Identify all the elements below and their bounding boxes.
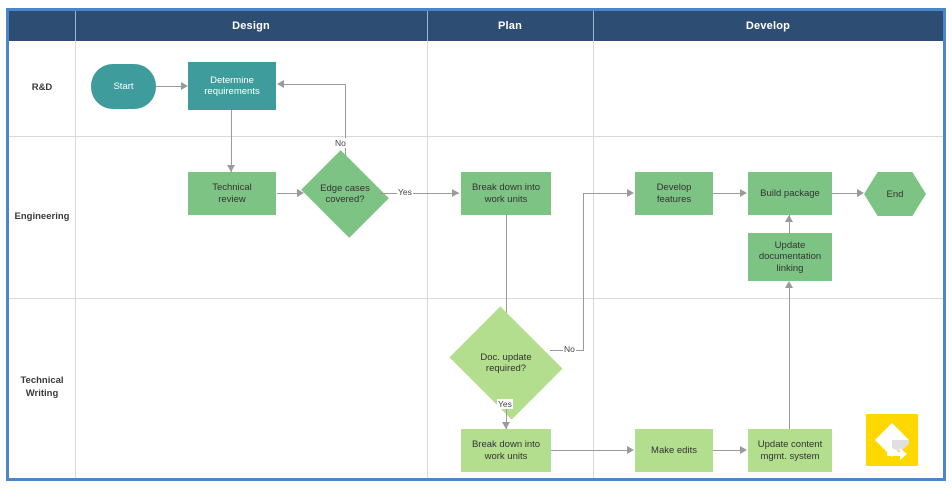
- node-edge-cases-line1: Edge cases: [320, 182, 370, 194]
- header-divider-2: [427, 11, 428, 41]
- node-break-down-eng-line2: work units: [484, 193, 528, 205]
- node-update-doc-line1: Update: [774, 239, 806, 251]
- lane-label-technical-writing: Technical Writing: [9, 298, 75, 478]
- edge-label-doc-update-yes: Yes: [497, 399, 513, 409]
- node-technical-review-line2: review: [218, 193, 246, 205]
- node-doc-update-text: Doc. update required?: [462, 327, 550, 399]
- edge-no-horizontal: [284, 84, 346, 86]
- edge-makeedits-to-cms: [713, 450, 741, 452]
- node-break-down-tw-line1: Break down into: [471, 439, 541, 451]
- node-update-doc-line2: documentation: [758, 251, 822, 263]
- node-build-package[interactable]: Build package: [748, 172, 832, 215]
- column-header-band: [9, 11, 943, 41]
- arrowhead-breakdowntw-to-makeedits: [627, 446, 634, 454]
- header-divider-1: [75, 11, 76, 41]
- node-determine-requirements[interactable]: Determine requirements: [188, 62, 276, 110]
- node-end-label: End: [886, 188, 904, 200]
- node-doc-update-line1: Doc. update: [480, 351, 532, 363]
- edge-docno-to-develop: [583, 193, 628, 195]
- lane-label-tw-line1: Technical: [20, 375, 64, 387]
- node-break-down-engineering[interactable]: Break down into work units: [461, 172, 551, 215]
- edge-no-vertical: [345, 84, 347, 172]
- node-update-documentation-linking[interactable]: Update documentation linking: [748, 233, 832, 281]
- edge-edgecases-yes: [379, 193, 459, 195]
- node-determine-requirements-line1: Determine: [210, 74, 254, 86]
- node-develop-features-line2: features: [656, 193, 692, 205]
- lane-label-rnd: R&D: [31, 82, 53, 94]
- edge-label-doc-update-no: No: [563, 344, 576, 354]
- edge-breakdown-to-docupdate: [506, 215, 508, 327]
- column-divider-plan-develop: [593, 41, 594, 478]
- edge-develop-to-build: [713, 193, 741, 195]
- node-make-edits[interactable]: Make edits: [635, 429, 713, 472]
- edge-docno-vertical: [583, 193, 585, 350]
- arrowhead-docupdate-to-breakdown: [502, 422, 510, 429]
- node-end[interactable]: End: [864, 172, 926, 216]
- edge-review-to-edgecases: [277, 193, 298, 195]
- column-divider-labels: [75, 41, 76, 478]
- arrowhead-review-to-edgecases: [297, 189, 304, 197]
- arrowhead-docno-to-develop: [627, 189, 634, 197]
- watermark-badge: [866, 414, 918, 466]
- edge-docupdate-yes: [506, 399, 508, 429]
- header-divider-3: [593, 11, 594, 41]
- edge-updatedoc-to-build: [789, 215, 791, 233]
- arrowhead-makeedits-to-cms: [740, 446, 747, 454]
- column-header-design: Design: [232, 20, 270, 32]
- arrowhead-determine-to-review: [227, 165, 235, 172]
- edge-label-edge-cases-no: No: [334, 138, 347, 148]
- hexagon-shape-end: [864, 172, 926, 216]
- arrowhead-cms-to-updatedoc: [785, 281, 793, 288]
- node-technical-review[interactable]: Technical review: [188, 172, 276, 215]
- node-update-doc-line3: linking: [776, 262, 804, 274]
- edge-determine-to-review: [231, 110, 233, 172]
- node-start[interactable]: Start: [91, 64, 156, 109]
- node-doc-update-decision[interactable]: Doc. update required?: [449, 306, 563, 420]
- node-edge-cases-line2: covered?: [325, 194, 365, 205]
- node-edge-cases-text: Edge cases covered?: [311, 166, 379, 222]
- edge-build-to-end: [832, 193, 858, 195]
- node-break-down-technical-writing[interactable]: Break down into work units: [461, 429, 551, 472]
- node-update-cms-line1: Update content: [757, 439, 823, 451]
- node-break-down-eng-line1: Break down into: [471, 182, 541, 194]
- node-technical-review-line1: Technical: [212, 182, 252, 194]
- arrowhead-develop-to-build: [740, 189, 747, 197]
- lane-divider-2: [9, 298, 943, 299]
- arrowhead-updatedoc-to-build: [785, 215, 793, 222]
- diamond-arrow-icon: [875, 423, 909, 460]
- arrowhead-no-to-determine: [277, 80, 284, 88]
- column-divider-design-plan: [427, 41, 428, 478]
- lane-divider-1: [9, 136, 943, 137]
- edge-start-to-determine: [156, 86, 182, 88]
- node-break-down-tw-line2: work units: [484, 450, 528, 462]
- arrowhead-build-to-end: [857, 189, 864, 197]
- lane-label-tw-line2: Writing: [25, 388, 59, 399]
- lane-label-engineering: Engineering: [14, 210, 70, 222]
- node-develop-features[interactable]: Develop features: [635, 172, 713, 215]
- arrowhead-start-to-determine: [181, 82, 188, 90]
- edge-breakdowntw-to-makeedits: [551, 450, 628, 452]
- column-header-develop: Develop: [745, 20, 791, 32]
- edge-cms-to-updatedoc: [789, 288, 791, 429]
- edge-label-edge-cases-yes: Yes: [397, 187, 413, 197]
- arrowhead-edgecases-to-breakdown: [452, 189, 459, 197]
- node-develop-features-line1: Develop: [656, 182, 692, 194]
- node-doc-update-line2: required?: [485, 363, 527, 374]
- node-update-content-mgmt-system[interactable]: Update content mgmt. system: [748, 429, 832, 472]
- column-header-plan: Plan: [497, 20, 523, 32]
- node-update-cms-line2: mgmt. system: [760, 450, 820, 462]
- node-edge-cases-decision[interactable]: Edge cases covered?: [301, 150, 389, 238]
- node-determine-requirements-line2: requirements: [204, 86, 260, 97]
